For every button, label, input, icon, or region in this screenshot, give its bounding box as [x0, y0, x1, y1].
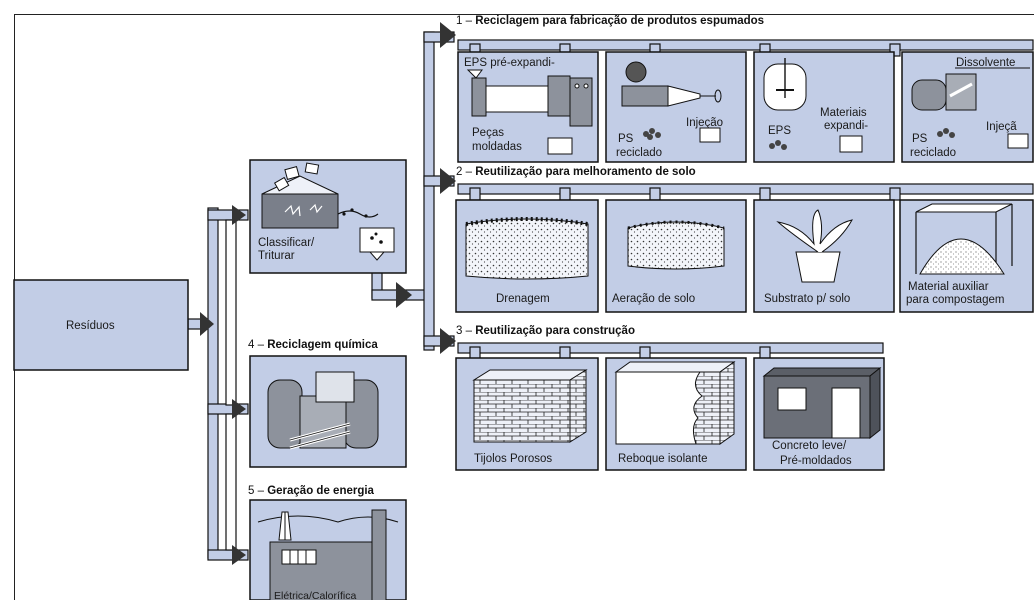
- section3-panel-porous-bricks: Tijolos Porosos: [455, 357, 599, 471]
- section3-panel-insulating-plaster: Reboque isolante: [605, 357, 747, 471]
- substrate-label: Substrato p/ solo: [764, 293, 850, 305]
- panel1-top-label: EPS pré-expandi-: [464, 57, 555, 69]
- insulating-plaster-label: Reboque isolante: [618, 453, 708, 465]
- section4-number: 4 – Reciclagem química: [248, 339, 378, 351]
- classify-label-line1: Classificar/: [258, 237, 315, 249]
- connector-pipes: [187, 31, 1034, 561]
- composting-label-line2: para compostagem: [906, 294, 1004, 306]
- section3-title: Reutilização para construção: [475, 325, 635, 337]
- panel1-bottom-line1: Peças: [472, 127, 504, 139]
- panel4-right-label: Injeçã: [986, 121, 1017, 133]
- panel2-left-line2: reciclado: [616, 147, 662, 159]
- composting-label-line1: Material auxiliar: [908, 281, 989, 293]
- section1-panel-eps-expansion: Materiais expandi- EPS: [753, 51, 895, 163]
- section5-number: 5 – Geração de energia: [248, 485, 375, 497]
- panel4-left-line2: reciclado: [910, 147, 956, 159]
- section2: 2 – Reutilização para melhoramento de so…: [455, 166, 1034, 313]
- panel1-bottom-line2: moldadas: [472, 141, 522, 153]
- section1-panel-dissolution: Dissolvente Injeçã PS reciclado: [901, 51, 1034, 163]
- section5-caption: Elétrica/Calorífica: [274, 590, 356, 600]
- panel2-left-line1: PS: [618, 133, 634, 145]
- section1-panel-ps-injection: Injeção PS reciclado: [605, 51, 747, 163]
- panel3-left-label: EPS: [768, 125, 791, 137]
- drainage-label: Drenagem: [496, 293, 550, 305]
- section1-title: Reciclagem para fabricação de produtos e…: [475, 15, 764, 27]
- section2-panel-composting: Material auxiliar para compostagem: [899, 199, 1034, 313]
- classify-box: Classificar/ Triturar: [249, 159, 407, 274]
- section3-panel-lightweight-concrete: Concreto leve/ Pré-moldados: [753, 357, 885, 471]
- section3-number: 3 – Reutilização para construção: [456, 325, 635, 337]
- porous-bricks-label: Tijolos Porosos: [474, 453, 552, 465]
- panel4-top-label: Dissolvente: [956, 57, 1015, 69]
- section2-panel-substrate: Substrato p/ solo: [753, 199, 895, 313]
- section1-number: 1 – Reciclagem para fabricação de produt…: [456, 15, 764, 27]
- section1: 1 – Reciclagem para fabricação de produt…: [456, 15, 1034, 163]
- residuos-label: Resíduos: [66, 320, 115, 332]
- panel4-left-line1: PS: [912, 133, 928, 145]
- section2-panel-drainage: Drenagem: [455, 199, 599, 313]
- section2-number: 2 – Reutilização para melhoramento de so…: [456, 166, 696, 178]
- section3: 3 – Reutilização para construção Tijolos…: [455, 325, 885, 471]
- section5: 5 – Geração de energia Elétrica/Calorífi…: [248, 485, 407, 600]
- section5-title: Geração de energia: [267, 485, 374, 497]
- soil-aeration-label: Aeração de solo: [612, 293, 695, 305]
- section4: 4 – Reciclagem química: [248, 339, 407, 468]
- classify-label-line2: Triturar: [258, 250, 295, 262]
- flow-arrows: [200, 22, 456, 565]
- section4-title: Reciclagem química: [267, 339, 378, 351]
- section1-panel-eps-molding: EPS pré-expandi- Peças moldadas: [457, 51, 599, 163]
- section2-title: Reutilização para melhoramento de solo: [475, 166, 695, 178]
- lightweight-concrete-label-line2: Pré-moldados: [780, 455, 852, 467]
- lightweight-concrete-label-line1: Concreto leve/: [772, 440, 847, 452]
- panel3-right-line1: Materiais: [820, 107, 867, 119]
- panel3-right-line2: expandi-: [824, 120, 868, 132]
- panel2-right-label: Injeção: [686, 117, 723, 129]
- residuos-box: Resíduos: [13, 279, 189, 371]
- section2-panel-soil-aeration: Aeração de solo: [605, 199, 747, 313]
